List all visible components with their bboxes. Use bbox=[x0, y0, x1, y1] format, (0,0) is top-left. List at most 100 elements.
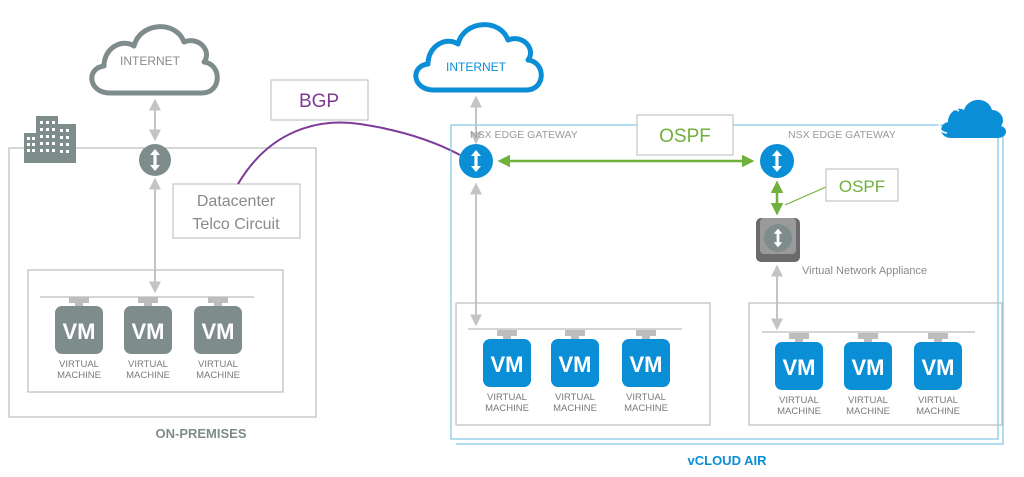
ospf-callout-line bbox=[784, 186, 827, 206]
vm-icon bbox=[124, 306, 172, 354]
vm-connector-stem bbox=[934, 338, 942, 344]
vm-caption-line2: MACHINE bbox=[777, 406, 821, 417]
vm-connector-stem bbox=[144, 302, 152, 308]
vm-list-onprem: VMVIRTUALMACHINEVMVIRTUALMACHINEVMVIRTUA… bbox=[55, 297, 242, 381]
ospf-label-box-appliance bbox=[825, 168, 899, 202]
vm-icon-label: VM bbox=[852, 355, 885, 380]
vm-icon bbox=[914, 342, 962, 390]
vm-caption-line1: VIRTUAL bbox=[848, 395, 888, 406]
vm-caption-line1: VIRTUAL bbox=[487, 392, 527, 403]
vm-icon-label: VM bbox=[63, 319, 96, 344]
vm-connector bbox=[497, 330, 517, 336]
vm-caption-line2: MACHINE bbox=[553, 403, 597, 414]
vm-connector-stem bbox=[214, 302, 222, 308]
vm-icon bbox=[622, 339, 670, 387]
vm-connector bbox=[858, 333, 878, 339]
vm-list-vcloud-left: VMVIRTUALMACHINEVMVIRTUALMACHINEVMVIRTUA… bbox=[483, 330, 670, 414]
vm-connector bbox=[138, 297, 158, 303]
vm-connector-stem bbox=[795, 338, 803, 344]
vm-caption-line2: MACHINE bbox=[846, 406, 890, 417]
internet-label-onprem: INTERNET bbox=[120, 54, 181, 68]
vcloud-air-label: vCLOUD AIR bbox=[688, 453, 768, 468]
vm-connector bbox=[789, 333, 809, 339]
vm-group-vcloud-right bbox=[748, 302, 1003, 426]
vm-connector bbox=[928, 333, 948, 339]
vcloud-boundary bbox=[450, 124, 999, 440]
vm-caption-line1: VIRTUAL bbox=[555, 392, 595, 403]
vm-connector-stem bbox=[75, 302, 83, 308]
vm-caption-line2: MACHINE bbox=[485, 403, 529, 414]
vm-caption-line1: VIRTUAL bbox=[128, 359, 168, 370]
vm-caption-line2: MACHINE bbox=[196, 370, 240, 381]
internet-label-vcloud: INTERNET bbox=[446, 60, 507, 74]
vm-icon bbox=[194, 306, 242, 354]
vm-caption-line1: VIRTUAL bbox=[918, 395, 958, 406]
bgp-label-box bbox=[270, 79, 369, 121]
edge-gateway-label-left: NSX EDGE GATEWAY bbox=[470, 129, 578, 141]
vm-caption-line1: VIRTUAL bbox=[198, 359, 238, 370]
vm-connector-stem bbox=[642, 335, 650, 341]
building-icon bbox=[24, 116, 76, 163]
bgp-link: BGP bbox=[237, 79, 461, 185]
vm-icon-label: VM bbox=[630, 352, 663, 377]
vm-connector-stem bbox=[503, 335, 511, 341]
cloud-icon-vcloud: INTERNET bbox=[413, 22, 544, 93]
router-icon-onprem bbox=[139, 144, 171, 176]
telco-circuit-line1: Datacenter bbox=[197, 193, 276, 210]
vm-icon bbox=[551, 339, 599, 387]
vm-group-onprem bbox=[27, 269, 284, 393]
edge-gateway-icon-right bbox=[760, 144, 794, 178]
vm-icon bbox=[775, 342, 823, 390]
vm-connector-stem bbox=[571, 335, 579, 341]
telco-circuit-line2: Telco Circuit bbox=[192, 216, 280, 233]
vm-connector bbox=[69, 297, 89, 303]
on-premises-section: INTERNET Datacenter Telco Circuit VM VIRT… bbox=[8, 24, 317, 441]
vm-caption-line2: MACHINE bbox=[57, 370, 101, 381]
appliance-label: Virtual Network Appliance bbox=[802, 265, 927, 277]
cloud-icon-onprem: INTERNET bbox=[89, 24, 220, 96]
vm-icon-label: VM bbox=[202, 319, 235, 344]
vm-connector bbox=[208, 297, 228, 303]
ospf-label-main: OSPF bbox=[659, 126, 711, 147]
vm-caption-line2: MACHINE bbox=[624, 403, 668, 414]
edge-gateway-label-right: NSX EDGE GATEWAY bbox=[788, 129, 896, 141]
vm-list-vcloud-right: VMVIRTUALMACHINEVMVIRTUALMACHINEVMVIRTUA… bbox=[775, 333, 962, 417]
vm-caption-line1: VIRTUAL bbox=[779, 395, 819, 406]
vcloud-boundary-shadow bbox=[456, 130, 1004, 445]
vm-icon-label: VM bbox=[783, 355, 816, 380]
vm-icon bbox=[844, 342, 892, 390]
vm-connector bbox=[636, 330, 656, 336]
vm-icon-label: VM bbox=[491, 352, 524, 377]
bgp-label: BGP bbox=[299, 91, 339, 112]
vm-icon-label: VM bbox=[559, 352, 592, 377]
telco-circuit-box bbox=[172, 183, 301, 239]
vcloud-section: INTERNET NSX EDGE GATEWAY NSX EDGE GATEW… bbox=[413, 22, 1007, 468]
vm-caption-line1: VIRTUAL bbox=[59, 359, 99, 370]
vm-icon-label: VM bbox=[132, 319, 165, 344]
ospf-label-appliance: OSPF bbox=[839, 177, 885, 196]
ospf-label-box-main bbox=[636, 114, 734, 156]
vm-icon-label: VM bbox=[922, 355, 955, 380]
vm-caption-line1: VIRTUAL bbox=[626, 392, 666, 403]
vm-caption-line2: MACHINE bbox=[126, 370, 170, 381]
edge-gateway-icon-left bbox=[459, 144, 493, 178]
vm-connector-stem bbox=[864, 338, 872, 344]
vm-icon bbox=[483, 339, 531, 387]
vm-caption-line2: MACHINE bbox=[916, 406, 960, 417]
vm-group-vcloud-left bbox=[455, 302, 711, 426]
vcloud-air-icon bbox=[938, 99, 1007, 138]
bgp-circuit-line bbox=[237, 121, 461, 185]
virtual-network-appliance-icon bbox=[756, 218, 800, 262]
vm-icon bbox=[55, 306, 103, 354]
on-premises-label: ON-PREMISES bbox=[155, 426, 246, 441]
